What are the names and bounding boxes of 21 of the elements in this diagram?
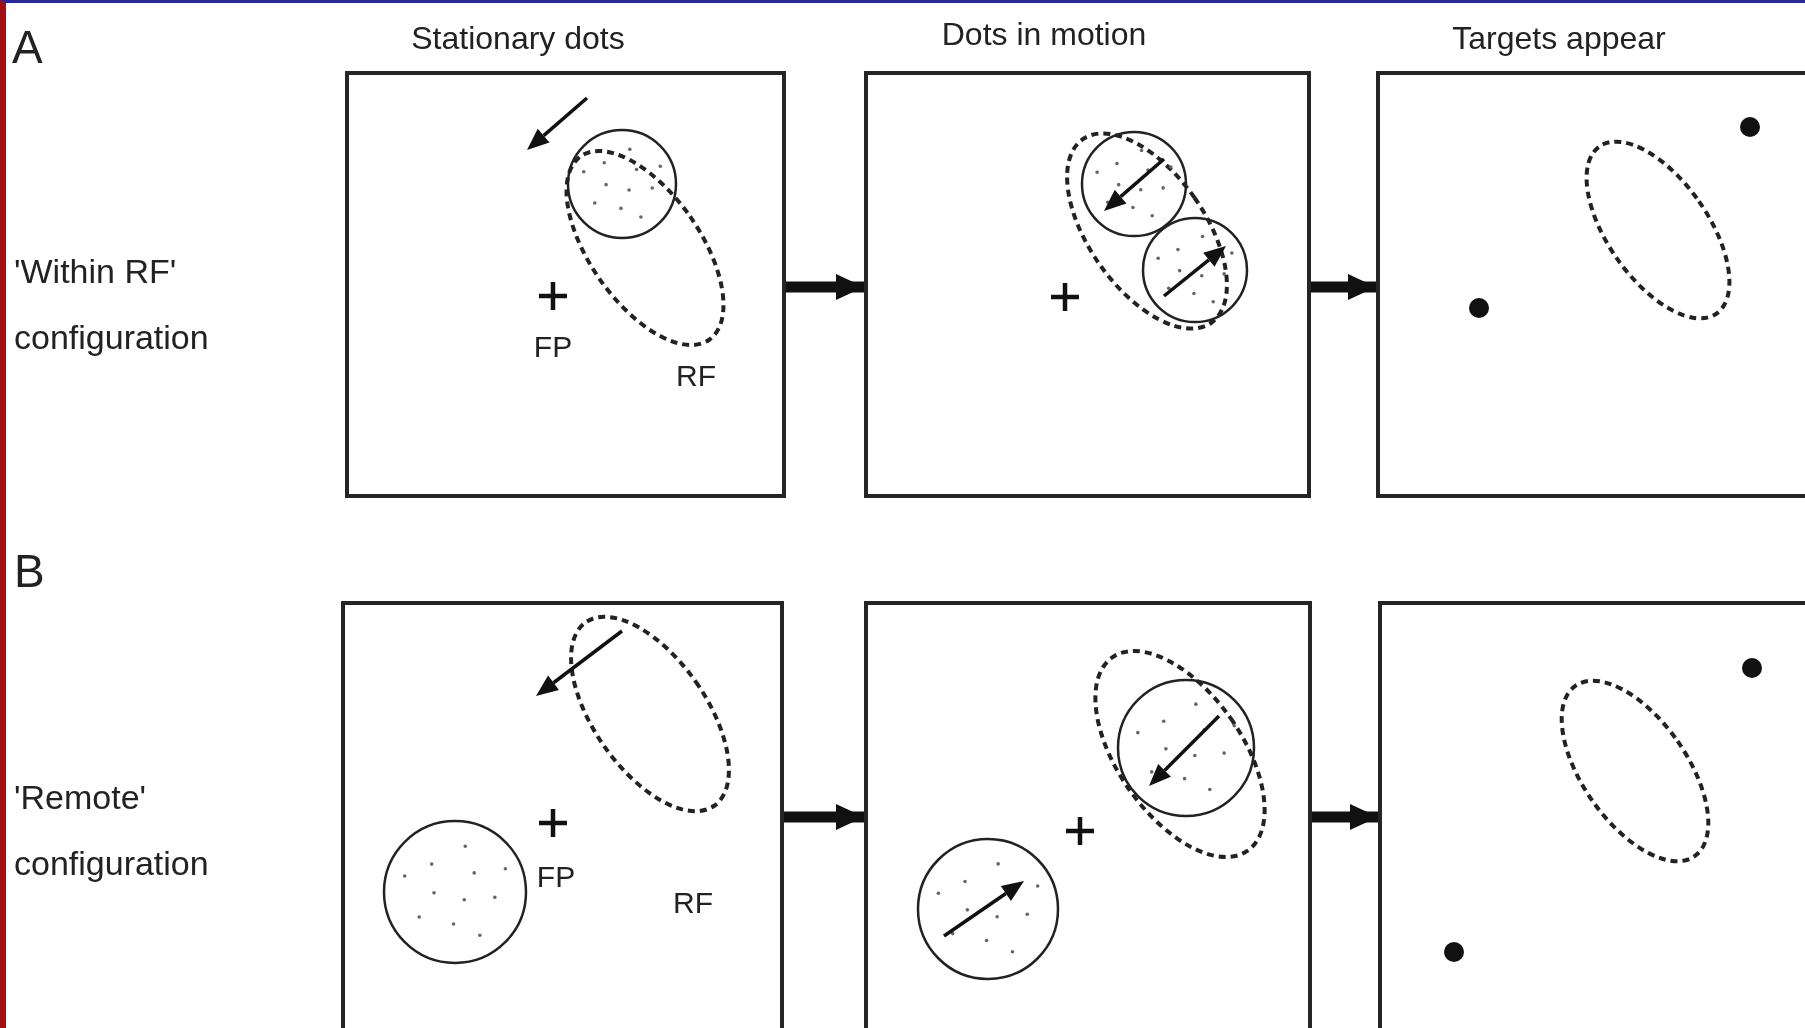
panel-letter: B (14, 544, 45, 599)
stimulus-panel (864, 71, 1311, 498)
stimulus-panel (1376, 71, 1805, 498)
stimulus-panel (341, 601, 784, 1028)
panel-label: RF (676, 359, 716, 393)
transition-arrow (1312, 804, 1378, 830)
stimulus-panel (1378, 601, 1805, 1028)
panel-letter: A (12, 20, 43, 75)
row-label: 'Remote' configuration (14, 777, 210, 884)
panel-label: RF (673, 886, 713, 920)
row-label: 'Within RF' configuration (14, 251, 210, 358)
transition-arrow (784, 804, 864, 830)
panel-label: FP (536, 860, 576, 894)
panel-label: FP (533, 330, 573, 364)
column-heading: Stationary dots (411, 19, 625, 58)
column-heading: Dots in motion (941, 15, 1147, 54)
transition-arrow (786, 274, 864, 300)
transition-arrow (1311, 274, 1376, 300)
stimulus-panel (864, 601, 1312, 1028)
stimulus-panel (345, 71, 786, 498)
column-heading: Targets appear (1452, 19, 1666, 58)
